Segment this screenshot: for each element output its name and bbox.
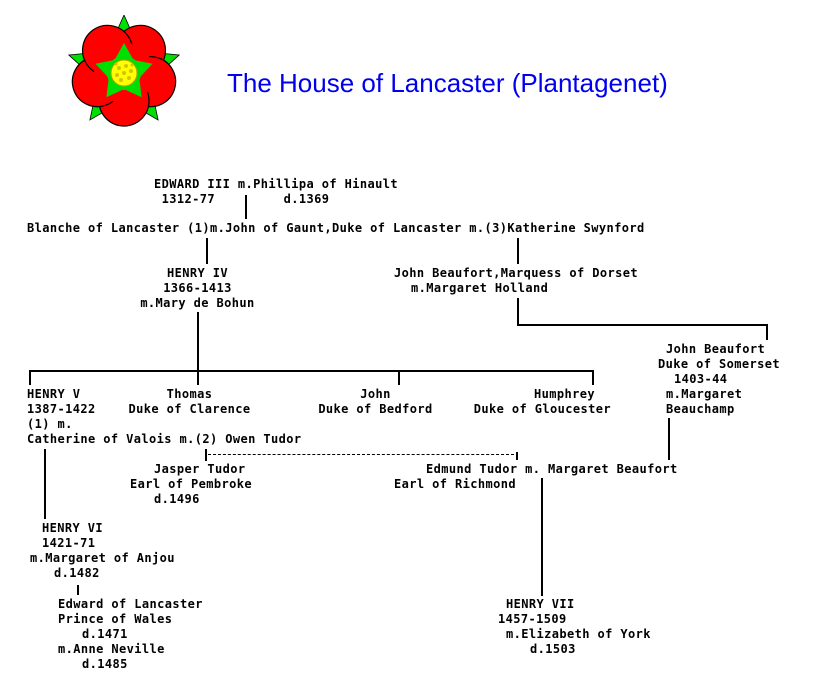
connector-line	[29, 370, 594, 372]
connector-line	[592, 370, 594, 385]
connector-line	[197, 312, 199, 371]
red-rose-of-lancaster-icon	[67, 15, 181, 127]
connector-line	[245, 195, 247, 219]
connector-line	[517, 298, 519, 325]
connector-line	[668, 418, 670, 460]
connector-line	[77, 585, 79, 595]
page-title: The House of Lancaster (Plantagenet)	[227, 68, 668, 98]
connector-line	[205, 449, 207, 461]
connector-line	[517, 238, 519, 264]
connector-line	[766, 324, 768, 340]
connector-line	[197, 370, 199, 385]
connector-line	[517, 324, 768, 326]
connector-line	[206, 238, 208, 264]
connector-line	[516, 452, 518, 460]
person-john-of-gaunt: Blanche of Lancaster (1)m.John of Gaunt,…	[27, 221, 645, 235]
connector-line	[398, 370, 400, 385]
connector-line	[44, 449, 46, 519]
connector-line	[541, 478, 543, 596]
connector-line	[29, 370, 31, 385]
connector-dashed-line	[208, 454, 514, 455]
person-edward-iii: EDWARD III m.Phillipa of Hinault 1312-77…	[154, 177, 398, 206]
